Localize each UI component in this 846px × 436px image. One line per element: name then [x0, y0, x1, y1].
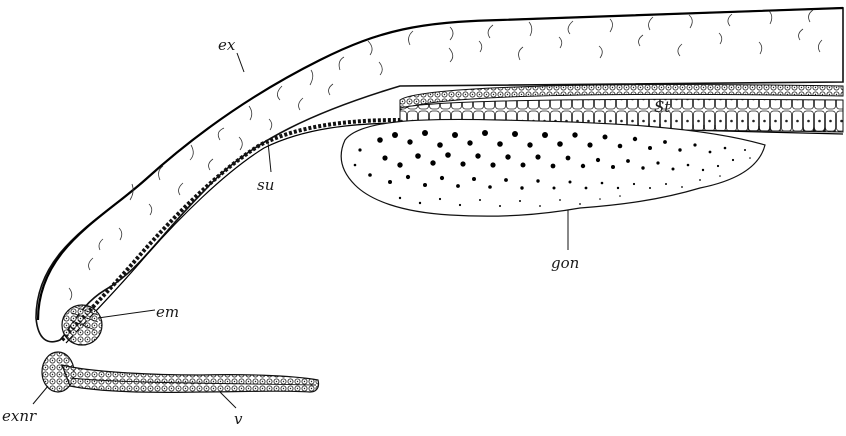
label-st: St: [654, 98, 671, 116]
gonad: [341, 119, 765, 216]
label-em: em: [156, 303, 179, 321]
label-exnr: exnr: [2, 407, 37, 425]
label-ex: ex: [218, 36, 236, 54]
velum: [62, 365, 319, 392]
label-v: v: [234, 410, 243, 428]
label-gon: gon: [551, 254, 579, 272]
label-su: su: [257, 176, 274, 194]
